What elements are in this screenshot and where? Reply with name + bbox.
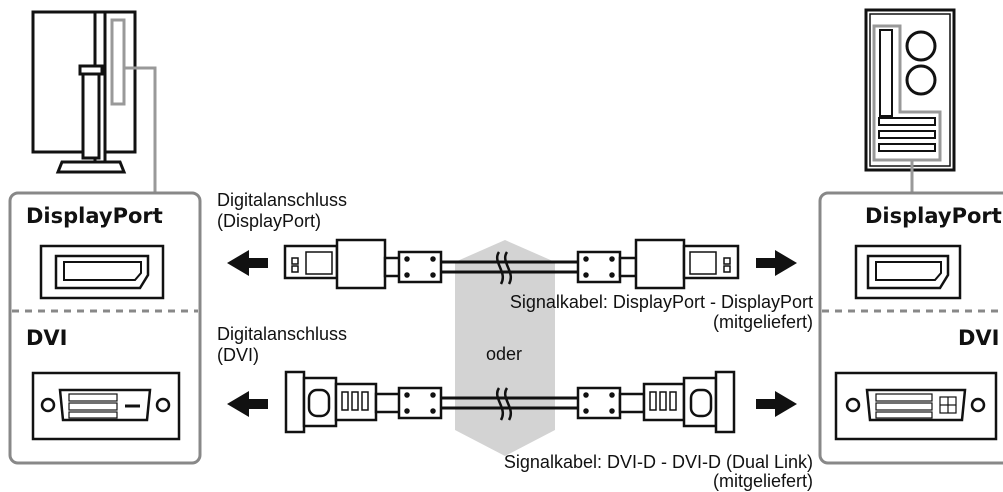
monitor-ports-leader	[124, 66, 157, 193]
right-displayport-socket	[854, 244, 962, 300]
displayport-cable	[283, 238, 740, 290]
arrow-left-dp-icon	[227, 250, 268, 276]
right-dvi-label: DVI	[958, 326, 1000, 350]
right-displayport-label: DisplayPort	[865, 204, 1002, 228]
right-dvi-socket	[834, 371, 998, 441]
left-displayport-socket	[39, 244, 165, 300]
dvi-cable-label-line1: Signalkabel: DVI-D - DVI-D (Dual Link)	[503, 452, 813, 472]
left-dvi-label: DVI	[26, 326, 68, 350]
dp-cable-break	[496, 251, 512, 285]
arrow-right-dvi-icon	[756, 391, 797, 417]
dvi-cable-label-line2: (mitgeliefert)	[712, 471, 813, 491]
dvi-cable	[284, 370, 736, 434]
arrow-left-dvi-icon	[227, 391, 268, 417]
left-dvi-socket	[31, 371, 181, 441]
monitor-illustration	[31, 10, 137, 174]
dp-connector-label-line1: Digitalanschluss	[217, 190, 348, 210]
pc-ports-highlight	[872, 24, 942, 162]
alternative-band	[455, 240, 555, 456]
dvi-cable-break	[496, 387, 512, 421]
or-label: oder	[486, 344, 523, 364]
pc-tower-illustration	[864, 8, 956, 172]
dp-cable-label-line2: (mitgeliefert)	[712, 312, 813, 332]
dvi-connector-label-line1: Digitalanschluss	[217, 324, 348, 344]
left-displayport-label: DisplayPort	[26, 204, 163, 228]
arrow-right-dp-icon	[756, 250, 797, 276]
dvi-connector-label-line2: (DVI)	[217, 345, 259, 365]
dp-cable-label-line1: Signalkabel: DisplayPort - DisplayPort	[509, 292, 813, 312]
dp-connector-label-line2: (DisplayPort)	[217, 211, 322, 231]
